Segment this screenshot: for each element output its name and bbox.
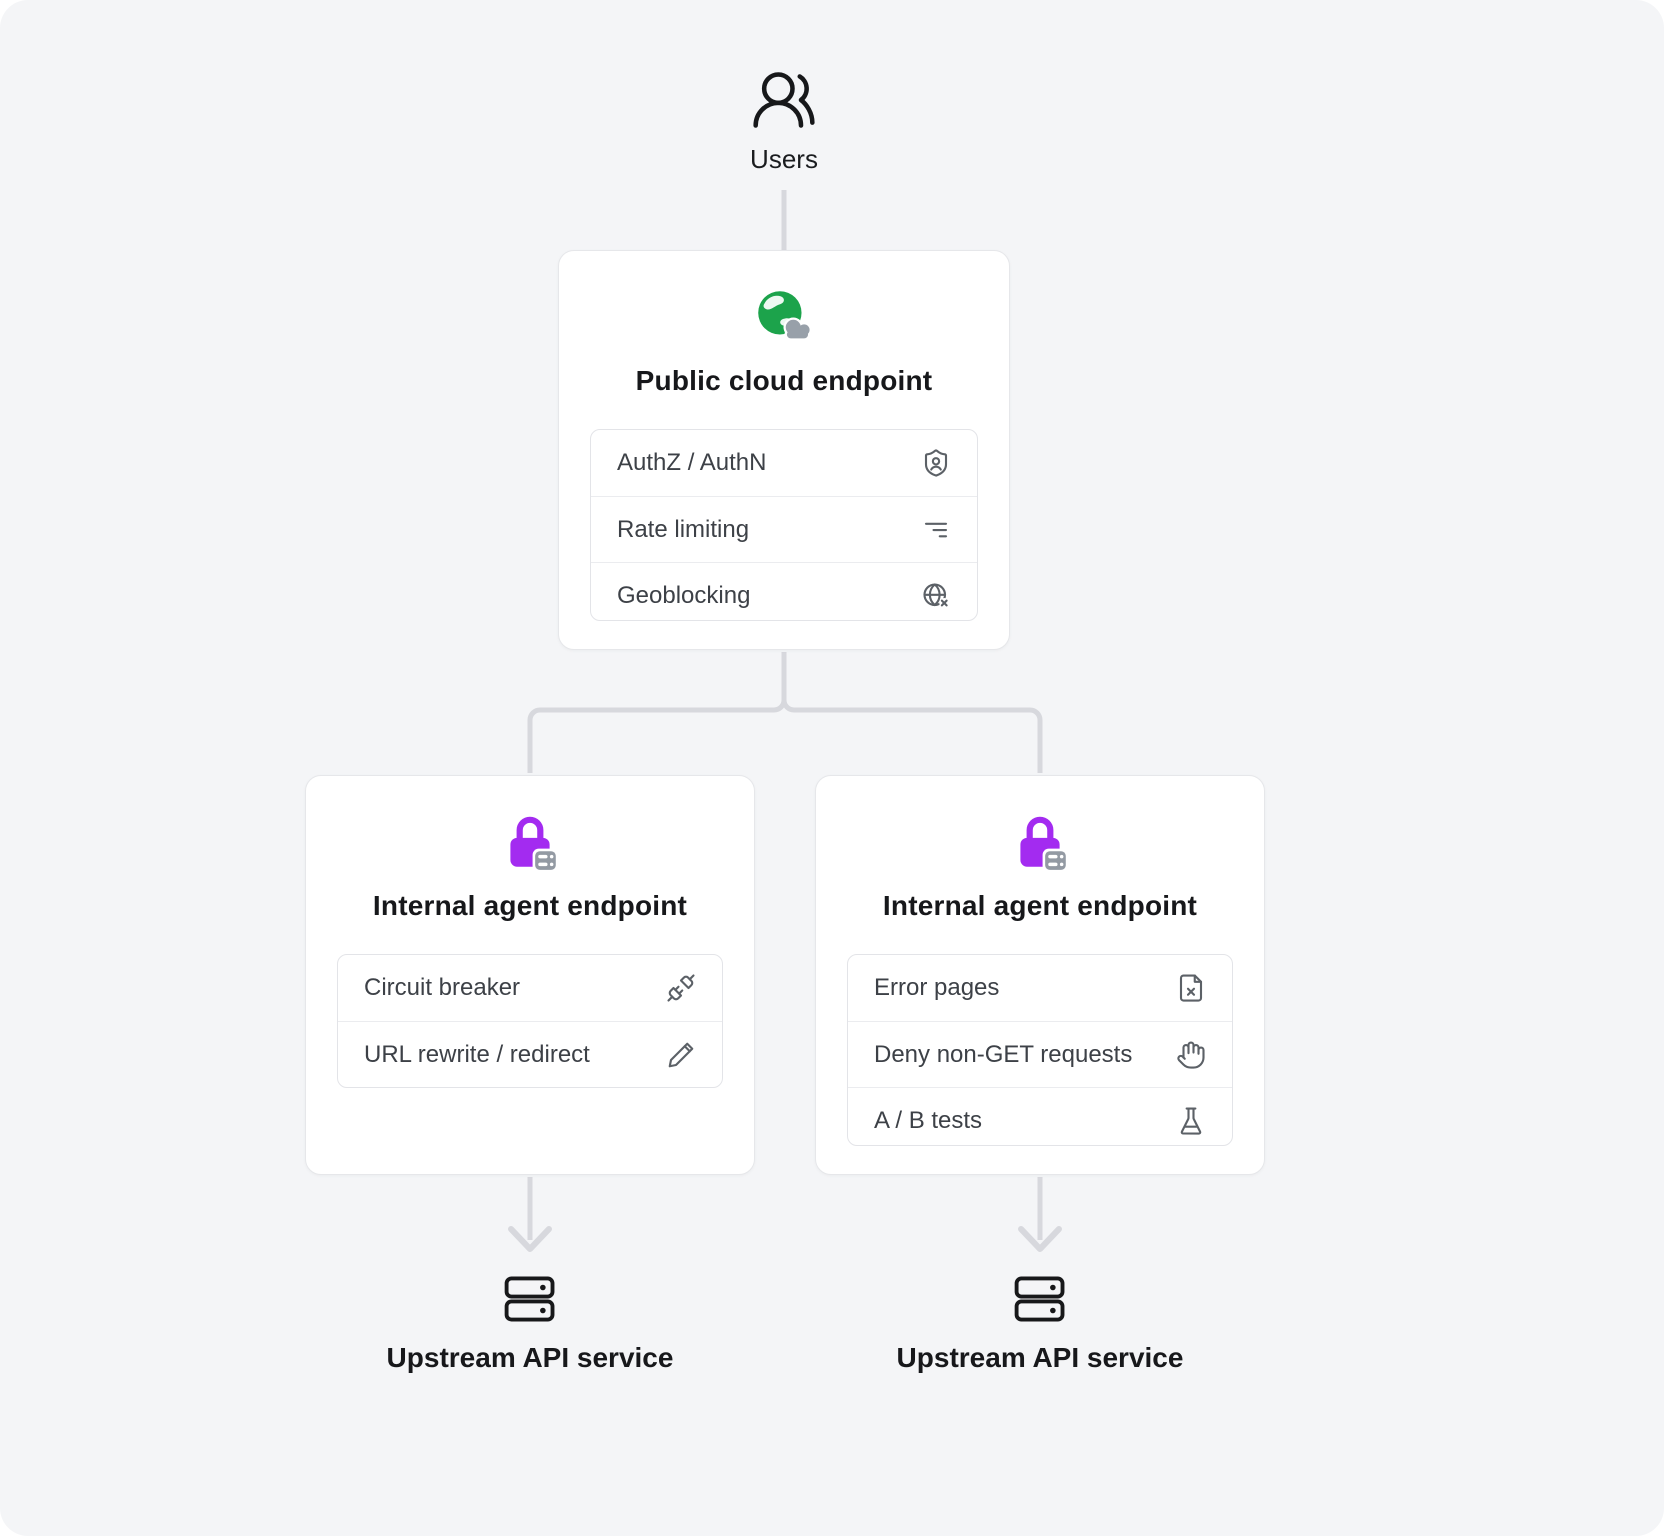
server-icon: [505, 1276, 555, 1322]
feature-row: URL rewrite / redirect: [338, 1021, 722, 1087]
upstream-service-right: Upstream API service: [896, 1270, 1184, 1374]
lock-server-icon: [497, 810, 563, 876]
server-icon: [1015, 1276, 1065, 1322]
connector-public-to-left: [527, 652, 787, 773]
feature-row: Error pages: [848, 955, 1232, 1021]
hand-icon: [1177, 1040, 1205, 1069]
feature-label: Deny non-GET requests: [874, 1040, 1133, 1068]
arrow-left-head: [508, 1226, 552, 1252]
upstream-service-left: Upstream API service: [386, 1270, 674, 1374]
shield-user-icon: [924, 449, 948, 477]
feature-label: Circuit breaker: [364, 974, 521, 1001]
left-endpoint-title: Internal agent endpoint: [372, 890, 688, 921]
internal-agent-endpoint-card-right: Internal agent endpoint Error pages Deny…: [815, 775, 1265, 1175]
plug-icon: [667, 974, 695, 1002]
feature-row: Deny non-GET requests: [848, 1021, 1232, 1087]
globe-x-icon: [923, 582, 950, 608]
feature-row: Geoblocking: [591, 562, 977, 620]
pencil-icon: [668, 1042, 694, 1067]
feature-label: Error pages: [874, 974, 1000, 1001]
users-icon: [753, 72, 815, 128]
feature-label: Geoblocking: [617, 581, 751, 609]
feature-row: AuthZ / AuthN: [591, 430, 977, 496]
feature-label: A / B tests: [874, 1106, 983, 1134]
upstream-service-label: Upstream API service: [386, 1342, 674, 1373]
connector-public-to-right: [781, 652, 1043, 773]
filter-lines-icon: [924, 522, 948, 537]
arrow-right-head: [1018, 1226, 1062, 1252]
left-endpoint-feature-list: Circuit breaker URL rewrite / redirect: [337, 954, 723, 1088]
users-node: Users: [750, 66, 818, 175]
public-endpoint-title: Public cloud endpoint: [635, 365, 933, 396]
lock-server-icon: [1007, 810, 1073, 876]
feature-row: A / B tests: [848, 1087, 1232, 1145]
feature-label: AuthZ / AuthN: [617, 449, 767, 476]
feature-label: Rate limiting: [617, 515, 750, 543]
public-endpoint-feature-list: AuthZ / AuthN Rate limiting Geoblocking: [590, 429, 978, 621]
feature-row: Rate limiting: [591, 496, 977, 562]
upstream-service-label: Upstream API service: [896, 1342, 1184, 1373]
feature-row: Circuit breaker: [338, 955, 722, 1021]
file-x-icon: [1179, 974, 1203, 1002]
globe-cloud-icon: [751, 285, 817, 351]
right-endpoint-feature-list: Error pages Deny non-GET requests: [847, 954, 1233, 1146]
users-label: Users: [750, 144, 818, 174]
public-cloud-endpoint-card: Public cloud endpoint AuthZ / AuthN Rate…: [558, 250, 1010, 650]
flask-icon: [1180, 1106, 1202, 1135]
right-endpoint-title: Internal agent endpoint: [882, 890, 1198, 921]
feature-label: URL rewrite / redirect: [364, 1040, 590, 1068]
internal-agent-endpoint-card-left: Internal agent endpoint Circuit breaker …: [305, 775, 755, 1175]
